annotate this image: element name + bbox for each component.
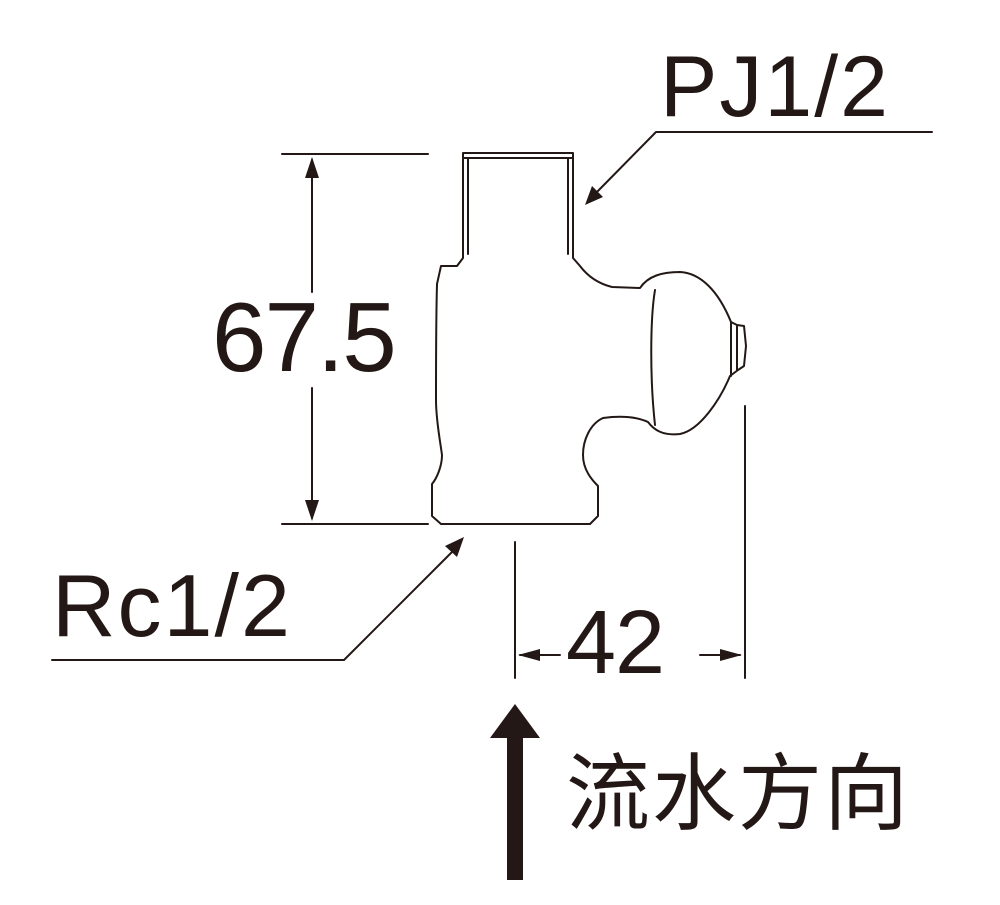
width-arrow-right [720,649,742,661]
outlet-leader [593,131,933,196]
inlet-thread-label: Rc1/2 [52,556,292,655]
inlet-leader [51,547,457,661]
width-dimension-label: 42 [566,593,665,693]
outlet-leader-arrow [585,186,603,205]
outlet-thread-lines [462,157,574,255]
height-arrow-top [305,157,319,178]
height-dimension-label: 67.5 [212,282,397,392]
height-arrow-bottom [305,500,319,521]
inlet-leader-arrow [445,537,464,557]
width-arrow-left [518,649,540,661]
flow-direction-arrow [490,704,540,880]
flow-direction-label: 流水方向 [566,745,911,843]
cap-inner-lines [650,289,738,426]
valve-body-outline [431,152,747,525]
outlet-thread-label: PJ1/2 [660,39,890,135]
